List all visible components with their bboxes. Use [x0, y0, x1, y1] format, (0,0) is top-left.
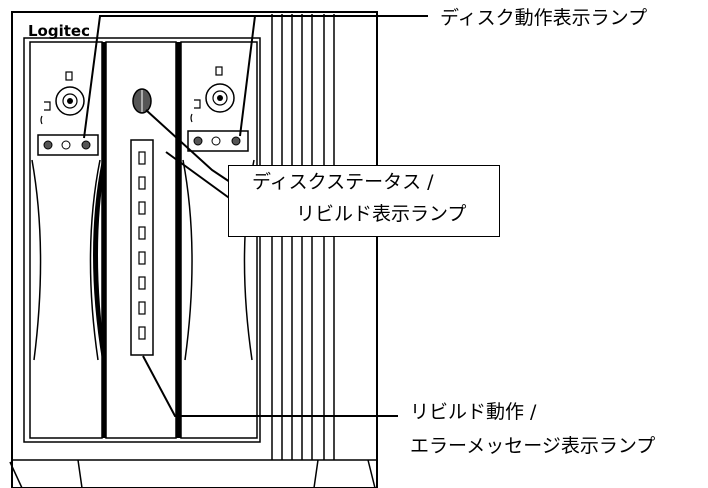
indicator-slot	[138, 301, 146, 315]
key-lock-icon-left	[40, 71, 85, 125]
disk-activity-lamps-left	[43, 140, 91, 150]
disk-status-label-line2: リビルド表示ランプ	[296, 203, 467, 225]
side-ribs	[271, 14, 335, 460]
rebuild-label-line1: リビルド動作 /	[410, 401, 537, 423]
indicator-slot	[138, 226, 146, 240]
disk-activity-lamps-right	[193, 136, 241, 146]
indicator-slot	[138, 276, 146, 290]
indicator-slot	[138, 151, 146, 165]
disk-activity-lamp-label: ディスク動作表示ランプ	[440, 7, 648, 29]
indicator-slot	[138, 326, 146, 340]
key-lock-icon-right	[190, 66, 235, 123]
rebuild-label-line2: エラーメッセージ表示ランプ	[410, 435, 656, 457]
rebuild-error-lamps	[138, 151, 146, 340]
indicator-slot	[138, 176, 146, 190]
bay-curve-left	[93, 160, 106, 360]
indicator-slot	[138, 201, 146, 215]
indicator-slot	[138, 251, 146, 265]
device-feet	[9, 459, 376, 488]
disk-status-label-line1: ディスクステータス /	[252, 171, 434, 193]
leader-lines	[83, 15, 428, 417]
drive-bay-left	[29, 41, 103, 439]
brand-logo: Logitec	[28, 22, 90, 40]
status-lamp-oval	[132, 88, 152, 114]
status-label-box	[228, 165, 500, 237]
